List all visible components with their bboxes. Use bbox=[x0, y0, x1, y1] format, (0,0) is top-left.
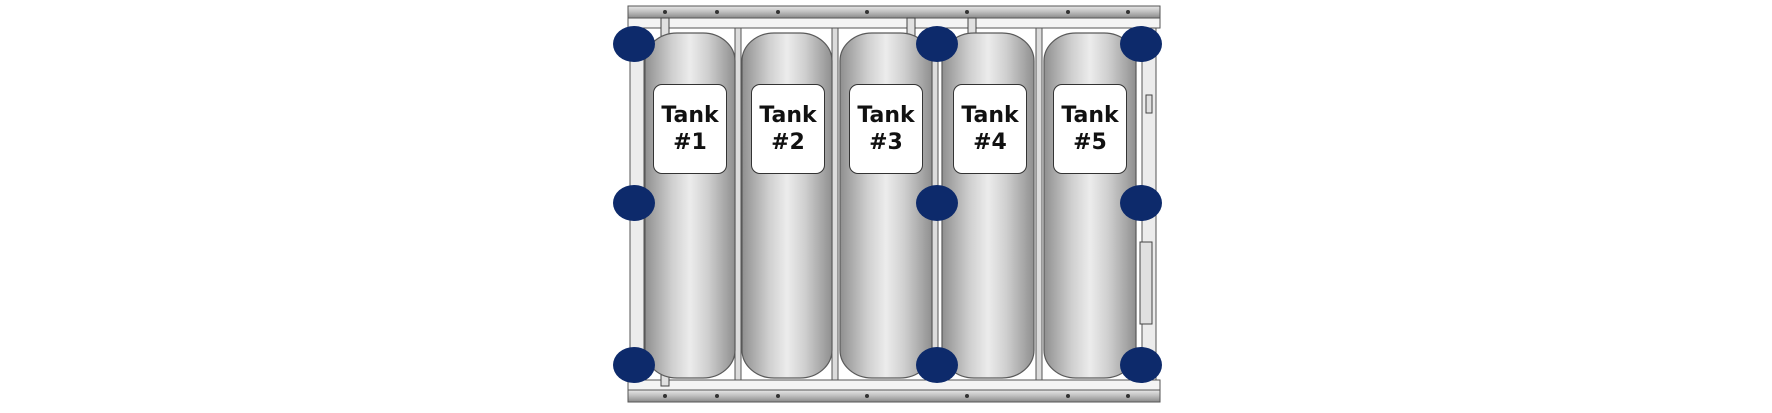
mount-point bbox=[613, 185, 655, 221]
mount-point bbox=[916, 26, 958, 62]
tank-label-name: Tank bbox=[661, 103, 719, 128]
tank-label-number: #3 bbox=[869, 130, 903, 155]
rivet bbox=[865, 394, 869, 398]
mount-point bbox=[916, 185, 958, 221]
mount-point bbox=[916, 347, 958, 383]
rivet bbox=[1126, 10, 1130, 14]
tank-label-name: Tank bbox=[961, 103, 1019, 128]
rivet bbox=[776, 394, 780, 398]
rivet bbox=[1066, 394, 1070, 398]
mount-point bbox=[1120, 185, 1162, 221]
mount-point bbox=[613, 26, 655, 62]
frame-top-bar bbox=[627, 17, 1161, 29]
tank-1-label: Tank #1 bbox=[653, 84, 727, 174]
mount-point bbox=[613, 347, 655, 383]
side-panel bbox=[1139, 241, 1153, 325]
rivet bbox=[1066, 10, 1070, 14]
tank-label-name: Tank bbox=[857, 103, 915, 128]
rivet bbox=[965, 394, 969, 398]
frame-bottom-bar bbox=[627, 379, 1161, 391]
frame-divider-1 bbox=[734, 27, 742, 381]
rivet bbox=[865, 10, 869, 14]
tank-label-number: #5 bbox=[1073, 130, 1107, 155]
rivet bbox=[776, 10, 780, 14]
tank-label-number: #2 bbox=[771, 130, 805, 155]
rivet bbox=[965, 10, 969, 14]
rivet bbox=[715, 394, 719, 398]
mount-point bbox=[1120, 347, 1162, 383]
rivet bbox=[715, 10, 719, 14]
tank-label-number: #4 bbox=[973, 130, 1007, 155]
tank-4-label: Tank #4 bbox=[953, 84, 1027, 174]
frame-top-rail bbox=[627, 5, 1161, 19]
tank-2-label: Tank #2 bbox=[751, 84, 825, 174]
rivet bbox=[663, 394, 667, 398]
side-bracket bbox=[1145, 94, 1153, 114]
frame-divider-4 bbox=[1035, 27, 1043, 381]
rivet bbox=[663, 10, 667, 14]
tank-label-number: #1 bbox=[673, 130, 707, 155]
tank-label-name: Tank bbox=[1061, 103, 1119, 128]
tank-3-label: Tank #3 bbox=[849, 84, 923, 174]
frame-bottom-rail bbox=[627, 389, 1161, 403]
mount-points bbox=[613, 26, 1162, 383]
tank-label-name: Tank bbox=[759, 103, 817, 128]
tank-5-label: Tank #5 bbox=[1053, 84, 1127, 174]
mount-point bbox=[1120, 26, 1162, 62]
rivet bbox=[1126, 394, 1130, 398]
frame-divider-2 bbox=[831, 27, 839, 381]
frame-rivets bbox=[663, 10, 1130, 398]
